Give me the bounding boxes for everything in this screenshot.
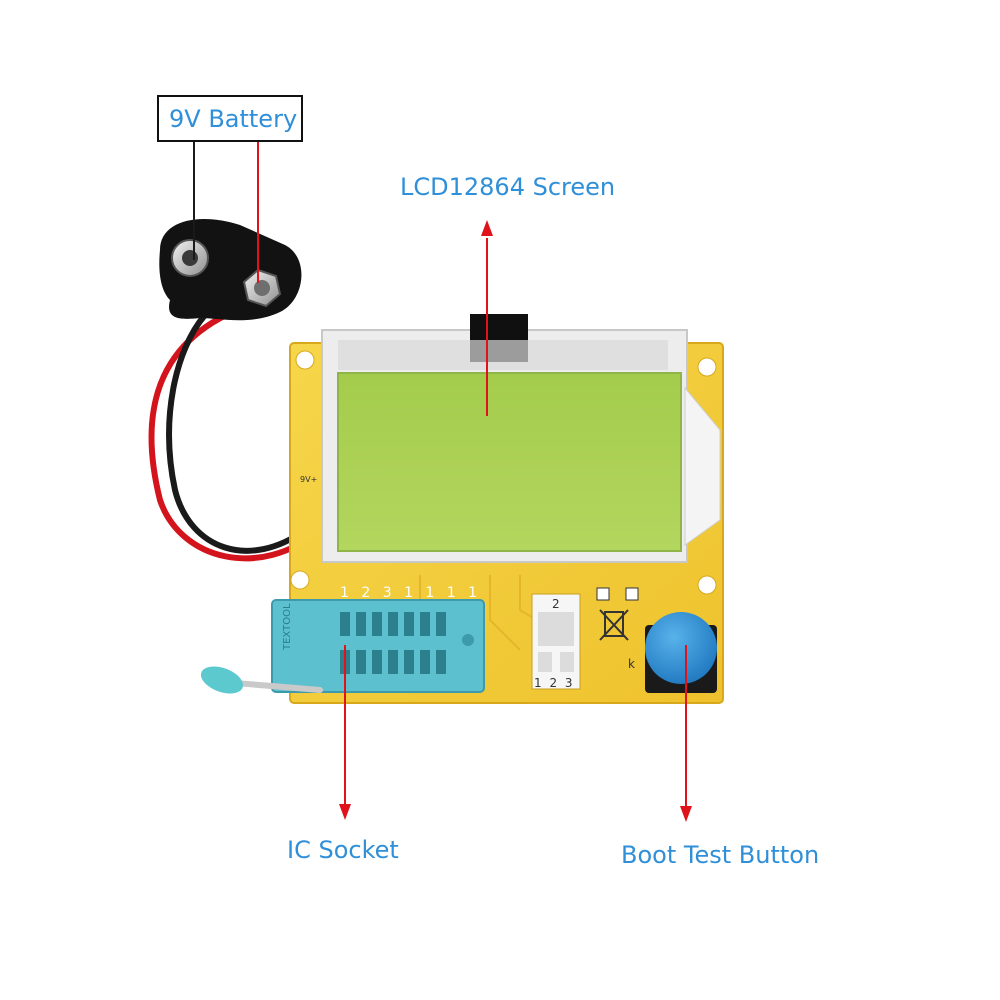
ic-socket-label: IC Socket — [287, 836, 399, 864]
solder-pad — [596, 587, 610, 601]
lcd-arrow-head — [481, 220, 493, 236]
lcd-screen-label: LCD12864 Screen — [400, 173, 616, 201]
lcd-module — [321, 314, 721, 563]
pad-top-number: 2 — [552, 597, 560, 611]
battery-label-box — [157, 95, 303, 142]
mount-hole — [290, 570, 310, 590]
zif-lever — [232, 680, 323, 693]
lcd-side-cover — [684, 386, 721, 546]
mount-hole — [697, 357, 717, 377]
power-mark: 9V+ — [300, 475, 317, 484]
button-arrow-head — [680, 806, 692, 822]
test-pads: 2 1 2 3 — [531, 593, 581, 690]
zif-body — [271, 599, 485, 693]
socket-brand: TEXTOOL — [282, 603, 293, 651]
socket-pin-numbers: 1 2 3 1 1 1 1 — [340, 585, 481, 601]
weee-bin-icon — [599, 609, 629, 641]
callout-lines — [193, 140, 692, 822]
solder-pad — [625, 587, 639, 601]
mount-hole — [295, 350, 315, 370]
battery-label: 9V Battery — [169, 105, 298, 133]
boot-test-button-label: Boot Test Button — [621, 841, 820, 869]
lcd-screen — [337, 372, 682, 552]
button-mark: k — [628, 657, 635, 671]
zif-lever-knob — [200, 666, 244, 694]
ic-socket: 1 2 3 1 1 1 1 TEXTOOL — [200, 585, 485, 694]
pad-bottom-numbers: 1 2 3 — [534, 676, 575, 690]
boot-test-button — [645, 612, 717, 693]
ic-arrow-head — [339, 804, 351, 820]
button-cap — [645, 612, 717, 684]
mount-hole — [697, 575, 717, 595]
